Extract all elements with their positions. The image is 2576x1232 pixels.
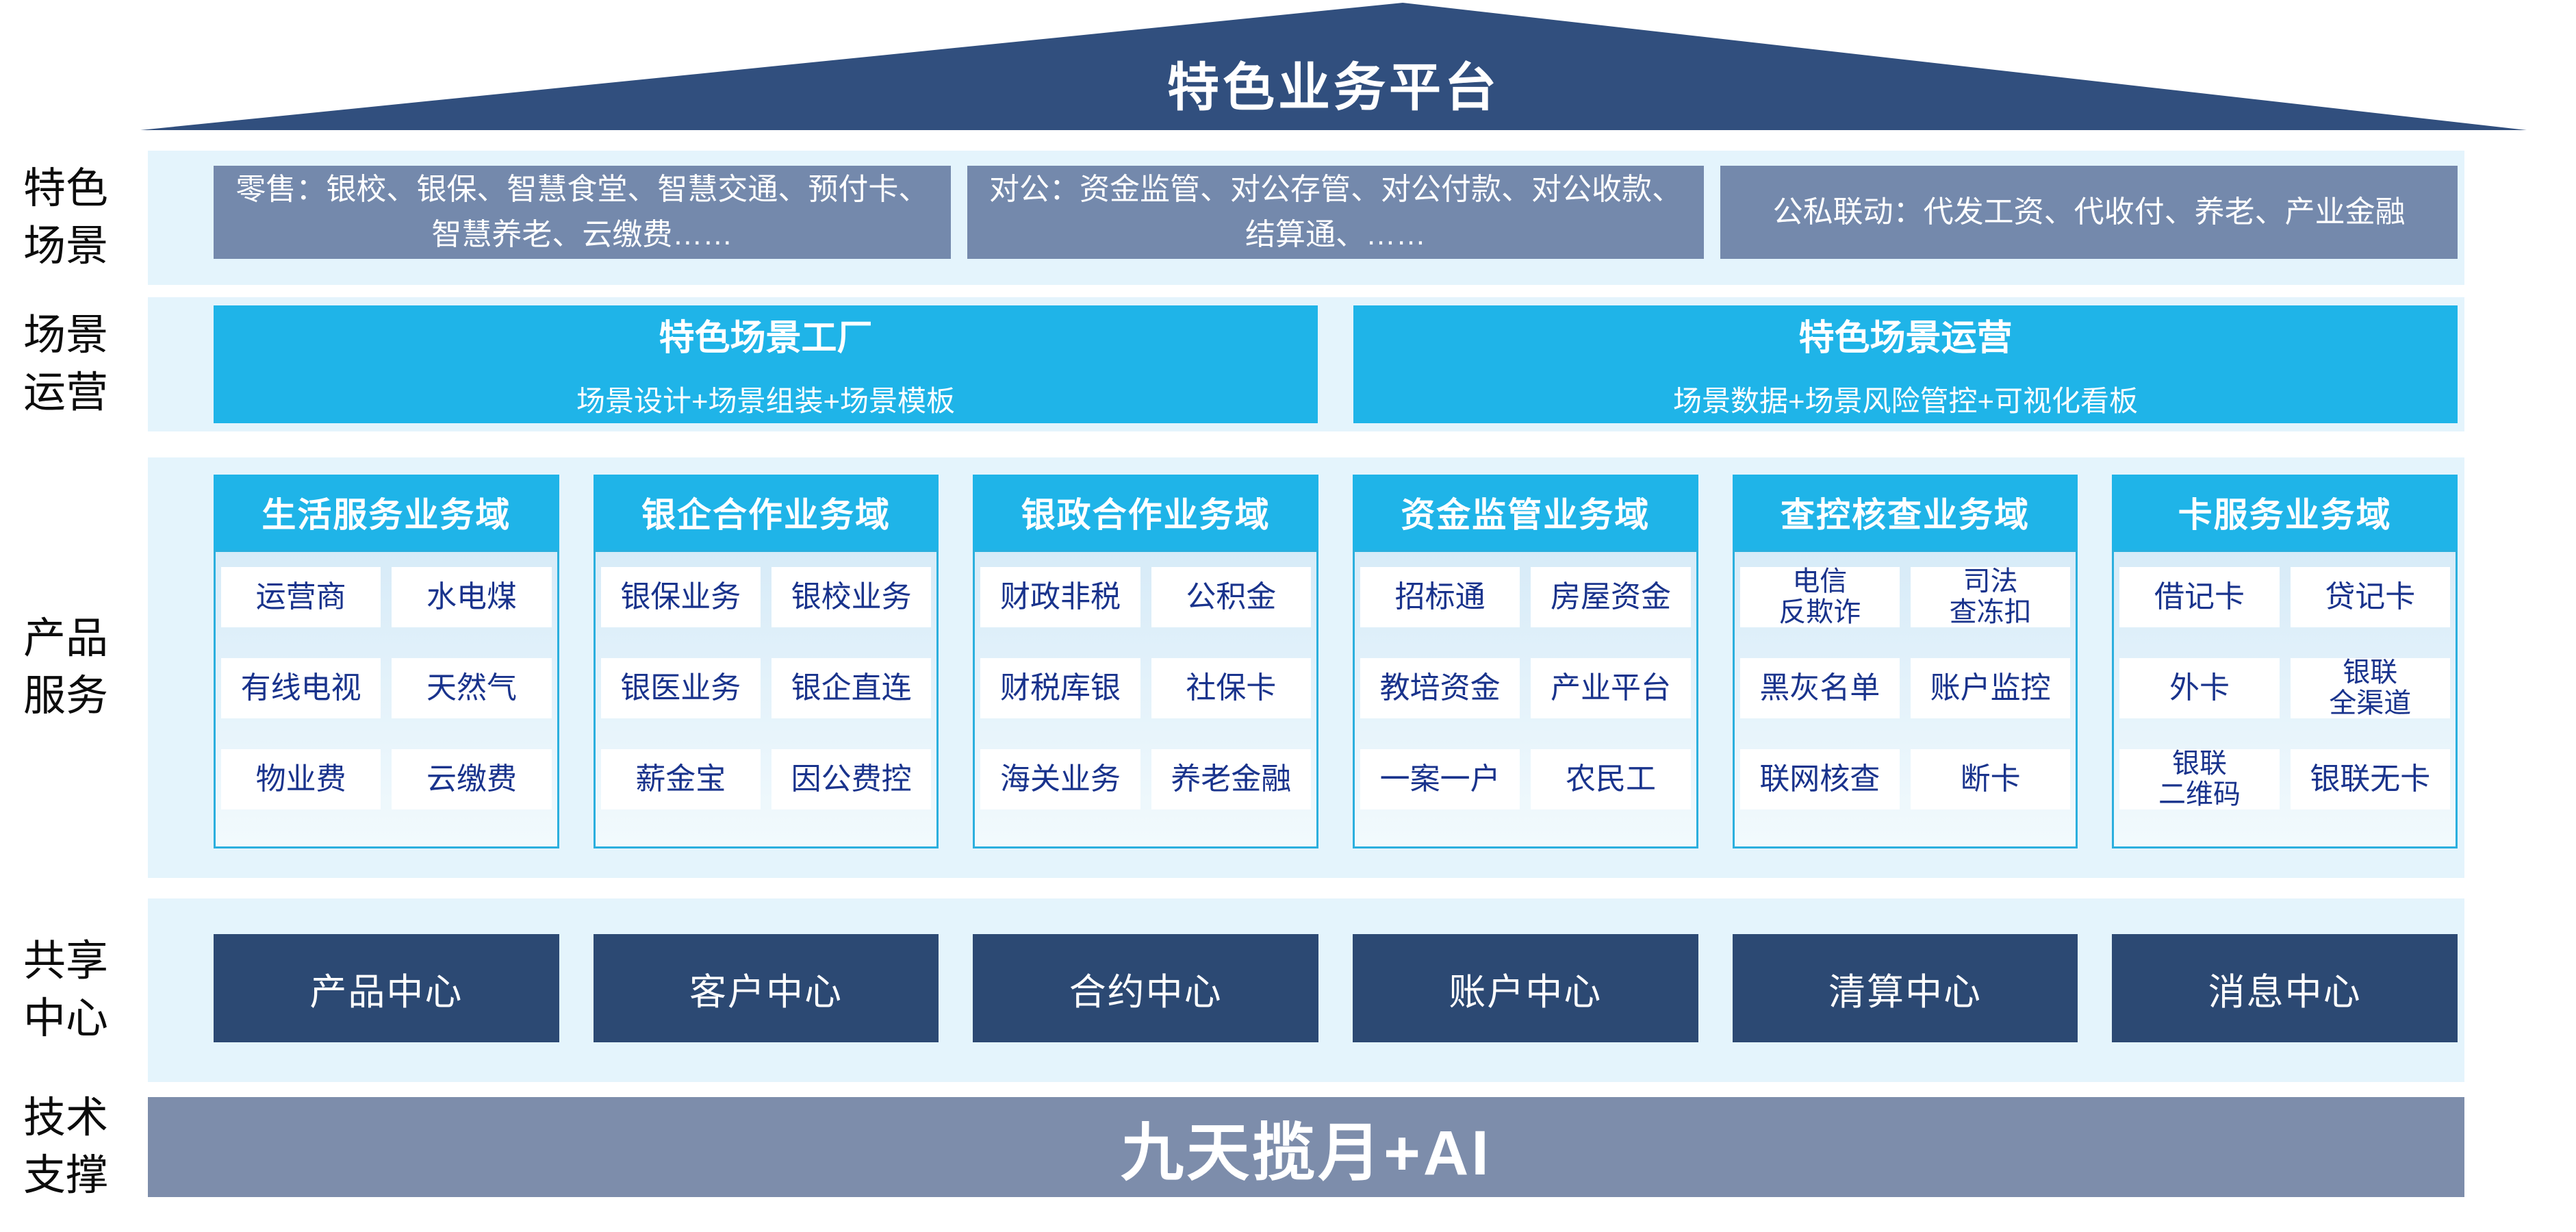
product-item: 联网核查 bbox=[1739, 749, 1900, 809]
product-item: 教培资金 bbox=[1360, 658, 1520, 718]
product-item: 运营商 bbox=[221, 567, 381, 627]
product-item: 借记卡 bbox=[2119, 567, 2280, 627]
product-item: 银校业务 bbox=[771, 567, 932, 627]
product-item: 财政非税 bbox=[980, 567, 1140, 627]
operation-box-subtitle: 场景设计+场景组装+场景模板 bbox=[576, 385, 956, 417]
side-label-tech-support: 技术 支撑 bbox=[23, 1094, 108, 1199]
product-item: 水电煤 bbox=[392, 567, 552, 627]
product-item: 一案一户 bbox=[1360, 749, 1520, 809]
tech-support-label: 九天揽月+AI bbox=[1121, 1118, 1492, 1188]
domain-panel: 招标通房屋资金教培资金产业平台一案一户农民工 bbox=[1352, 550, 1698, 848]
scenario-box-row: 零售：银校、银保、智慧食堂、智慧交通、预付卡、智慧养老、云缴费……对公：资金监管… bbox=[214, 166, 2458, 259]
operation-box-row: 特色场景工厂场景设计+场景组装+场景模板特色场景运营场景数据+场景风险管控+可视… bbox=[214, 305, 2458, 423]
product-item: 因公费控 bbox=[771, 749, 932, 809]
domain-panel: 银保业务银校业务银医业务银企直连薪金宝因公费控 bbox=[593, 550, 939, 848]
product-item: 养老金融 bbox=[1151, 749, 1311, 809]
side-label-special-scenarios: 特色 场景 bbox=[23, 165, 108, 270]
domain-header: 查控核查业务域 bbox=[1732, 475, 2078, 550]
product-item: 司法 查冻扣 bbox=[1910, 566, 2071, 627]
band-product-services: 生活服务业务域运营商水电煤有线电视天然气物业费云缴费银企合作业务域银保业务银校业… bbox=[148, 457, 2464, 878]
product-item: 贷记卡 bbox=[2290, 567, 2450, 627]
product-item: 公积金 bbox=[1151, 567, 1311, 627]
product-item: 农民工 bbox=[1531, 749, 1691, 809]
product-domain-column: 银企合作业务域银保业务银校业务银医业务银企直连薪金宝因公费控 bbox=[593, 475, 939, 848]
band-special-scenarios: 零售：银校、银保、智慧食堂、智慧交通、预付卡、智慧养老、云缴费……对公：资金监管… bbox=[148, 151, 2464, 285]
domain-header: 银企合作业务域 bbox=[593, 475, 939, 550]
domain-panel: 运营商水电煤有线电视天然气物业费云缴费 bbox=[214, 550, 559, 848]
product-item: 银保业务 bbox=[600, 567, 761, 627]
product-item: 银联 二维码 bbox=[2119, 749, 2280, 809]
domain-header: 资金监管业务域 bbox=[1352, 475, 1698, 550]
shared-center-box: 合约中心 bbox=[973, 934, 1318, 1042]
band-shared-centers: 产品中心客户中心合约中心账户中心清算中心消息中心 bbox=[148, 898, 2464, 1082]
shared-center-row: 产品中心客户中心合约中心账户中心清算中心消息中心 bbox=[214, 934, 2458, 1042]
product-item: 银医业务 bbox=[600, 658, 761, 718]
operation-box: 特色场景工厂场景设计+场景组装+场景模板 bbox=[214, 305, 1318, 423]
operation-box-subtitle: 场景数据+场景风险管控+可视化看板 bbox=[1672, 385, 2139, 417]
product-item: 银联无卡 bbox=[2290, 749, 2450, 809]
domain-column-row: 生活服务业务域运营商水电煤有线电视天然气物业费云缴费银企合作业务域银保业务银校业… bbox=[214, 475, 2458, 848]
product-domain-column: 银政合作业务域财政非税公积金财税库银社保卡海关业务养老金融 bbox=[973, 475, 1318, 848]
platform-title: 特色业务平台 bbox=[1167, 59, 1500, 117]
product-item: 电信 反欺诈 bbox=[1739, 566, 1900, 627]
scenario-box: 公私联动：代发工资、代收付、养老、产业金融 bbox=[1720, 166, 2458, 259]
domain-panel: 电信 反欺诈司法 查冻扣黑灰名单账户监控联网核查断卡 bbox=[1732, 550, 2078, 848]
domain-header: 银政合作业务域 bbox=[973, 475, 1318, 550]
product-domain-column: 生活服务业务域运营商水电煤有线电视天然气物业费云缴费 bbox=[214, 475, 559, 848]
domain-header: 卡服务业务域 bbox=[2112, 475, 2458, 550]
product-domain-column: 卡服务业务域借记卡贷记卡外卡银联 全渠道银联 二维码银联无卡 bbox=[2112, 475, 2458, 848]
product-item: 云缴费 bbox=[392, 749, 552, 809]
product-item: 天然气 bbox=[392, 658, 552, 718]
domain-header: 生活服务业务域 bbox=[214, 475, 559, 550]
product-item: 招标通 bbox=[1360, 567, 1520, 627]
product-item: 海关业务 bbox=[980, 749, 1140, 809]
shared-center-box: 客户中心 bbox=[593, 934, 939, 1042]
product-item: 产业平台 bbox=[1531, 658, 1691, 718]
scenario-box: 零售：银校、银保、智慧食堂、智慧交通、预付卡、智慧养老、云缴费…… bbox=[214, 166, 951, 259]
shared-center-box: 账户中心 bbox=[1352, 934, 1698, 1042]
shared-center-box: 消息中心 bbox=[2112, 934, 2458, 1042]
domain-panel: 财政非税公积金财税库银社保卡海关业务养老金融 bbox=[973, 550, 1318, 848]
product-item: 黑灰名单 bbox=[1739, 658, 1900, 718]
scenario-box: 对公：资金监管、对公存管、对公付款、对公收款、结算通、…… bbox=[967, 166, 1705, 259]
product-item: 社保卡 bbox=[1151, 658, 1311, 718]
side-label-shared-centers: 共享 中心 bbox=[23, 938, 108, 1042]
product-item: 账户监控 bbox=[1910, 658, 2071, 718]
tech-support-bar: 九天揽月+AI bbox=[148, 1097, 2464, 1197]
band-scenario-operation: 特色场景工厂场景设计+场景组装+场景模板特色场景运营场景数据+场景风险管控+可视… bbox=[148, 297, 2464, 431]
product-domain-column: 查控核查业务域电信 反欺诈司法 查冻扣黑灰名单账户监控联网核查断卡 bbox=[1732, 475, 2078, 848]
product-domain-column: 资金监管业务域招标通房屋资金教培资金产业平台一案一户农民工 bbox=[1352, 475, 1698, 848]
product-item: 外卡 bbox=[2119, 658, 2280, 718]
domain-panel: 借记卡贷记卡外卡银联 全渠道银联 二维码银联无卡 bbox=[2112, 550, 2458, 848]
side-label-product-services: 产品 服务 bbox=[23, 615, 108, 720]
product-item: 薪金宝 bbox=[600, 749, 761, 809]
product-item: 断卡 bbox=[1910, 749, 2071, 809]
operation-box: 特色场景运营场景数据+场景风险管控+可视化看板 bbox=[1353, 305, 2458, 423]
shared-center-box: 产品中心 bbox=[214, 934, 559, 1042]
product-item: 财税库银 bbox=[980, 658, 1140, 718]
shared-center-box: 清算中心 bbox=[1732, 934, 2078, 1042]
product-item: 有线电视 bbox=[221, 658, 381, 718]
operation-box-title: 特色场景工厂 bbox=[659, 318, 873, 358]
platform-roof: 特色业务平台 bbox=[140, 3, 2527, 130]
side-label-scenario-operation: 场景 运营 bbox=[23, 312, 108, 416]
product-item: 物业费 bbox=[221, 749, 381, 809]
product-item: 银企直连 bbox=[771, 658, 932, 718]
product-item: 银联 全渠道 bbox=[2290, 657, 2450, 718]
product-item: 房屋资金 bbox=[1531, 567, 1691, 627]
operation-box-title: 特色场景运营 bbox=[1798, 318, 2013, 358]
